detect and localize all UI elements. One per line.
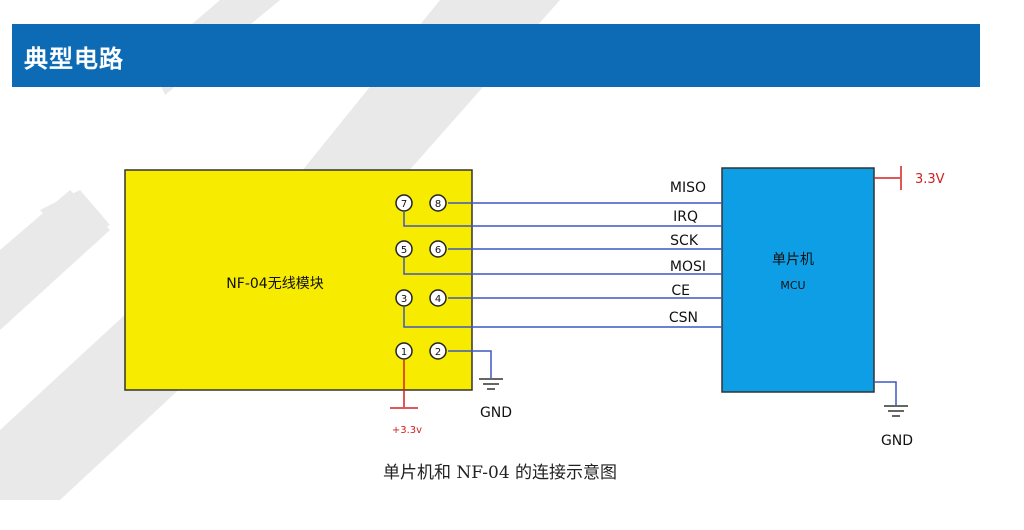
wire-irq bbox=[403, 212, 722, 227]
signal-label-csn: CSN bbox=[669, 310, 698, 326]
pin-label-1: 1 bbox=[401, 347, 407, 358]
module-label: NF-04无线模块 bbox=[226, 276, 323, 292]
signal-label-mosi: MOSI bbox=[670, 259, 706, 275]
pin-label-8: 8 bbox=[435, 199, 441, 210]
pin-4 bbox=[429, 289, 447, 307]
pin-label-3: 3 bbox=[401, 294, 407, 305]
ground-symbol bbox=[884, 405, 908, 417]
pin-6 bbox=[429, 240, 447, 258]
wire-mcu-gnd bbox=[874, 381, 897, 405]
mcu-label: 单片机 bbox=[772, 252, 814, 268]
ground-symbol bbox=[479, 378, 503, 390]
pin-7 bbox=[395, 194, 413, 212]
mcu-supply-label: 3.3V bbox=[915, 172, 945, 187]
nf04-module-block bbox=[124, 169, 473, 391]
header-banner: 典型电路 bbox=[12, 24, 980, 87]
pin-2 bbox=[429, 342, 447, 360]
pin-label-2: 2 bbox=[435, 347, 441, 358]
diagram-caption: 单片机和 NF-04 的连接示意图 bbox=[382, 463, 618, 483]
page-title: 典型电路 bbox=[24, 45, 124, 73]
pin-label-5: 5 bbox=[401, 245, 407, 256]
module-gnd-label: GND bbox=[480, 405, 512, 421]
pin-label-4: 4 bbox=[435, 294, 441, 305]
pin-8 bbox=[429, 194, 447, 212]
signal-label-ce: CE bbox=[671, 283, 690, 299]
mcu-gnd-label: GND bbox=[881, 433, 913, 449]
signal-label-sck: SCK bbox=[670, 233, 699, 249]
wire-module-gnd bbox=[448, 350, 492, 378]
pin-1 bbox=[395, 342, 413, 360]
pin-label-6: 6 bbox=[435, 245, 441, 256]
pin-3 bbox=[395, 289, 413, 307]
module-supply-label: +3.3v bbox=[392, 425, 422, 436]
wire-mosi bbox=[403, 258, 722, 275]
signal-label-irq: IRQ bbox=[673, 209, 698, 225]
pin-5 bbox=[395, 240, 413, 258]
pin-label-7: 7 bbox=[401, 199, 407, 210]
wire-csn bbox=[403, 307, 722, 328]
signal-label-miso: MISO bbox=[670, 180, 706, 196]
mcu-sublabel: MCU bbox=[780, 279, 805, 292]
mcu-block bbox=[721, 167, 875, 393]
